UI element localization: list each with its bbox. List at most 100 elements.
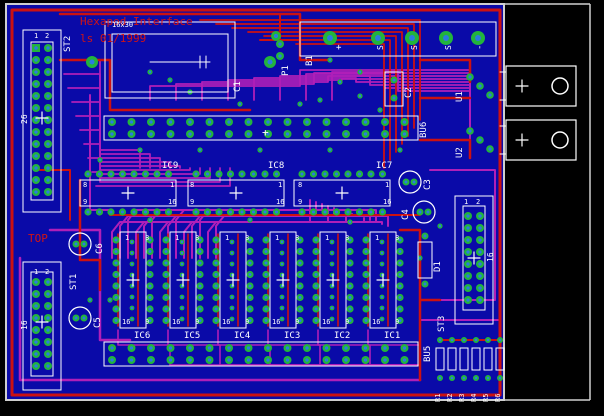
pad-hole: [438, 376, 442, 380]
bus-center-plus: +: [262, 126, 269, 139]
crystal-symbol: [149, 55, 211, 69]
lower-ic-outline: [119, 231, 147, 329]
board-outline: [5, 3, 505, 401]
st2-center-cross: [35, 111, 49, 125]
pad-hole: [305, 358, 309, 362]
pad-hole: [109, 172, 113, 176]
ic2-pin16: 16: [322, 318, 330, 326]
pad-hole: [298, 249, 302, 254]
pad-hole: [298, 295, 302, 300]
ic5-label: IC5: [184, 331, 200, 341]
pad-hole: [34, 280, 38, 284]
pad-hole: [214, 318, 218, 323]
pad-hole: [488, 93, 492, 97]
pad-hole: [148, 307, 152, 311]
ic5-pin8: 8: [195, 234, 199, 242]
pad-hole: [330, 306, 334, 310]
pad-hole: [34, 304, 38, 308]
ic9-pin9: 9: [83, 198, 87, 206]
pad-hole: [198, 148, 202, 152]
resistor-outline: [459, 347, 469, 371]
terminal-plus: +: [336, 43, 342, 53]
pad-hole: [230, 317, 234, 321]
pad-hole: [34, 364, 38, 368]
pad-hole: [392, 78, 396, 82]
pad-hole: [228, 172, 233, 176]
top-trace: [78, 178, 102, 292]
ic7-label: IC7: [376, 161, 392, 171]
pad-hole: [344, 346, 348, 350]
pad-hole: [328, 148, 332, 152]
pad-hole: [364, 295, 368, 300]
terminal-ref: B1: [305, 55, 315, 66]
ic6-pin1: 1: [125, 234, 129, 242]
pad-hole: [168, 358, 173, 362]
pad-hole: [230, 306, 234, 310]
pad-hole: [358, 70, 362, 74]
pad-hole: [148, 261, 152, 265]
ic7-pin16: 16: [383, 198, 391, 206]
silkscreen-layer: [22, 21, 577, 391]
ic2-label: IC2: [334, 331, 350, 341]
pad-hole: [478, 274, 482, 278]
pad-hole: [149, 132, 153, 136]
pad-hole: [334, 210, 339, 214]
pad-hole: [89, 59, 95, 65]
pad-hole: [264, 249, 268, 254]
pad-hole: [364, 238, 368, 242]
pad-hole: [248, 238, 252, 242]
pad-hole: [34, 316, 38, 320]
pad-hole: [34, 292, 38, 296]
pad-hole: [324, 120, 329, 124]
pad-hole: [46, 316, 50, 320]
lower-ic-center-cross: [126, 273, 140, 287]
pad-hole: [466, 298, 470, 302]
pad-hole: [46, 280, 50, 284]
pad-hole: [34, 142, 38, 146]
pad-hole: [46, 70, 50, 74]
pad-hole: [418, 210, 422, 214]
pad-hole: [46, 328, 50, 332]
pad-hole: [380, 295, 384, 299]
pad-hole: [251, 172, 256, 176]
pad-hole: [450, 376, 454, 380]
pad-hole: [266, 346, 270, 350]
pad-hole: [488, 147, 492, 151]
st1-label: ST1: [69, 274, 79, 290]
pad-hole: [74, 242, 78, 246]
pad-hole: [207, 358, 212, 362]
ic1-label: IC1: [384, 331, 400, 341]
ic3-label: IC3: [284, 331, 300, 341]
pad-hole: [280, 306, 284, 310]
ic7-pin9: 9: [298, 198, 302, 206]
pad-hole: [498, 338, 502, 342]
pad-hole: [264, 295, 268, 300]
pad-hole: [264, 284, 268, 288]
pad-hole: [305, 120, 309, 124]
st2-header-outline: [22, 29, 62, 213]
pad-hole: [34, 154, 38, 158]
pad-hole: [278, 42, 282, 46]
c2-capacitor-outline: [384, 71, 404, 107]
c1-label: C1: [233, 81, 243, 92]
pad-hole: [311, 172, 316, 176]
pad-hole: [348, 295, 352, 300]
pad-hole: [348, 238, 352, 242]
pad-hole: [110, 132, 114, 136]
pad-hole: [462, 376, 466, 380]
lower-ic-center-cross: [176, 273, 190, 287]
pad-hole: [198, 318, 202, 323]
pad-hole: [46, 106, 50, 110]
st2-header-inner: [30, 41, 54, 201]
pad-hole: [466, 238, 470, 242]
pad-hole: [450, 338, 454, 342]
st3-label: ST3: [437, 316, 447, 332]
pad-hole: [214, 284, 218, 288]
ic6-label: IC6: [134, 331, 150, 341]
pad-hole: [466, 262, 470, 266]
pad-hole: [46, 154, 50, 158]
pad-hole: [34, 130, 38, 134]
pad-hole: [109, 210, 113, 214]
pad-hole: [398, 249, 402, 254]
ic5-pin16: 16: [172, 318, 180, 326]
